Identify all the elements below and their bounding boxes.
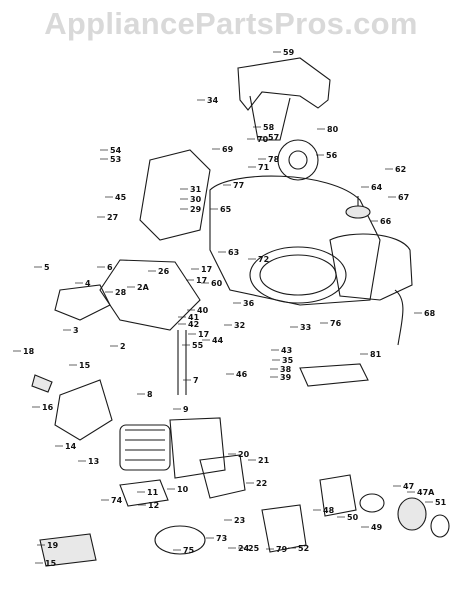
callout-label: 41: [188, 313, 200, 322]
callout-label: 33: [300, 323, 311, 332]
air-filter-parts: [319, 474, 450, 538]
callout-label: 69: [222, 145, 234, 154]
callout-label: 44: [212, 336, 224, 345]
callout-label: 17: [198, 330, 209, 339]
callout-label: 49: [371, 523, 383, 532]
callout-label: 75: [183, 546, 195, 555]
callout-label: 71: [258, 163, 270, 172]
callout-label: 78: [268, 155, 280, 164]
callout-label: 31: [190, 185, 202, 194]
callout-label: 64: [371, 183, 383, 192]
callout-label: 17: [196, 276, 207, 285]
callout-label: 74: [111, 496, 123, 505]
callout-label: 46: [236, 370, 248, 379]
callout-label: 34: [207, 96, 219, 105]
callout-label: 52: [298, 544, 309, 553]
callout-label: 57: [268, 133, 279, 142]
callout-label: 47: [403, 482, 414, 491]
callout-label: 9: [183, 405, 189, 414]
callout-label: 54: [110, 146, 122, 155]
callout-label: 51: [435, 498, 447, 507]
callout-label: 76: [330, 319, 342, 328]
callout-label: 30: [190, 195, 202, 204]
callout-label: 55: [192, 341, 204, 350]
callout-label: 23: [234, 516, 245, 525]
callout-label: 6: [107, 263, 113, 272]
callout-label: 20: [238, 450, 250, 459]
callout-label: 19: [47, 541, 59, 550]
callout-label: 66: [380, 217, 392, 226]
callout-label: 15: [45, 559, 57, 568]
blower-housing-parts: [209, 57, 413, 387]
callout-label: 72: [258, 255, 269, 264]
callout-label: 14: [65, 442, 77, 451]
callout-label: 81: [370, 350, 382, 359]
callout-label: 10: [177, 485, 189, 494]
callout-label: 32: [234, 321, 245, 330]
callout-label: 47A: [417, 488, 435, 497]
callout-label: 5: [44, 263, 50, 272]
callout-label: 58: [263, 123, 275, 132]
callout-label: 73: [216, 534, 227, 543]
callout-label: 18: [23, 347, 35, 356]
callout-label: 21: [258, 456, 270, 465]
callout-label: 12: [148, 501, 159, 510]
callout-label: 68: [424, 309, 436, 318]
callout-label: 35: [282, 356, 294, 365]
callout-label: 13: [88, 457, 99, 466]
callout-label: 42: [188, 320, 199, 329]
callout-label: 48: [323, 506, 335, 515]
callout-label: 79: [276, 545, 288, 554]
callout-label: 63: [228, 248, 239, 257]
callout-label: 50: [347, 513, 359, 522]
callout-label: 15: [79, 361, 91, 370]
callout-label: 8: [147, 390, 153, 399]
callout-label: 2: [120, 342, 126, 351]
callout-label: 65: [220, 205, 232, 214]
callout-label: 60: [211, 279, 223, 288]
callout-label: 28: [115, 288, 127, 297]
callout-label: 53: [110, 155, 121, 164]
callout-label: 59: [283, 48, 295, 57]
callout-label: 43: [281, 346, 292, 355]
callout-label: 70: [257, 135, 269, 144]
callout-label: 45: [115, 193, 127, 202]
callout-label: 24: [238, 544, 250, 553]
callout-label: 11: [147, 488, 159, 497]
callout-label: 4: [85, 279, 91, 288]
callout-label: 3: [73, 326, 79, 335]
callout-label: 29: [190, 205, 202, 214]
callout-labels: 5980345857705678545331302945276971776264…: [13, 48, 447, 568]
callout-label: 36: [243, 299, 255, 308]
callout-label: 77: [233, 181, 244, 190]
callout-label: 25: [248, 544, 260, 553]
crankcase-parts: [31, 149, 307, 567]
callout-label: 17: [201, 265, 212, 274]
callout-label: 40: [197, 306, 209, 315]
callout-label: 26: [158, 267, 170, 276]
callout-label: 67: [398, 193, 409, 202]
callout-label: 16: [42, 403, 54, 412]
callout-label: 39: [280, 373, 292, 382]
callout-label: 38: [280, 365, 292, 374]
callout-label: 27: [107, 213, 118, 222]
callout-label: 22: [256, 479, 267, 488]
callout-label: 62: [395, 165, 406, 174]
site-watermark: AppliancePartsPros.com: [44, 6, 418, 41]
callout-label: 56: [326, 151, 338, 160]
callout-label: 7: [193, 376, 199, 385]
callout-label: 2A: [137, 283, 150, 292]
callout-label: 80: [327, 125, 339, 134]
